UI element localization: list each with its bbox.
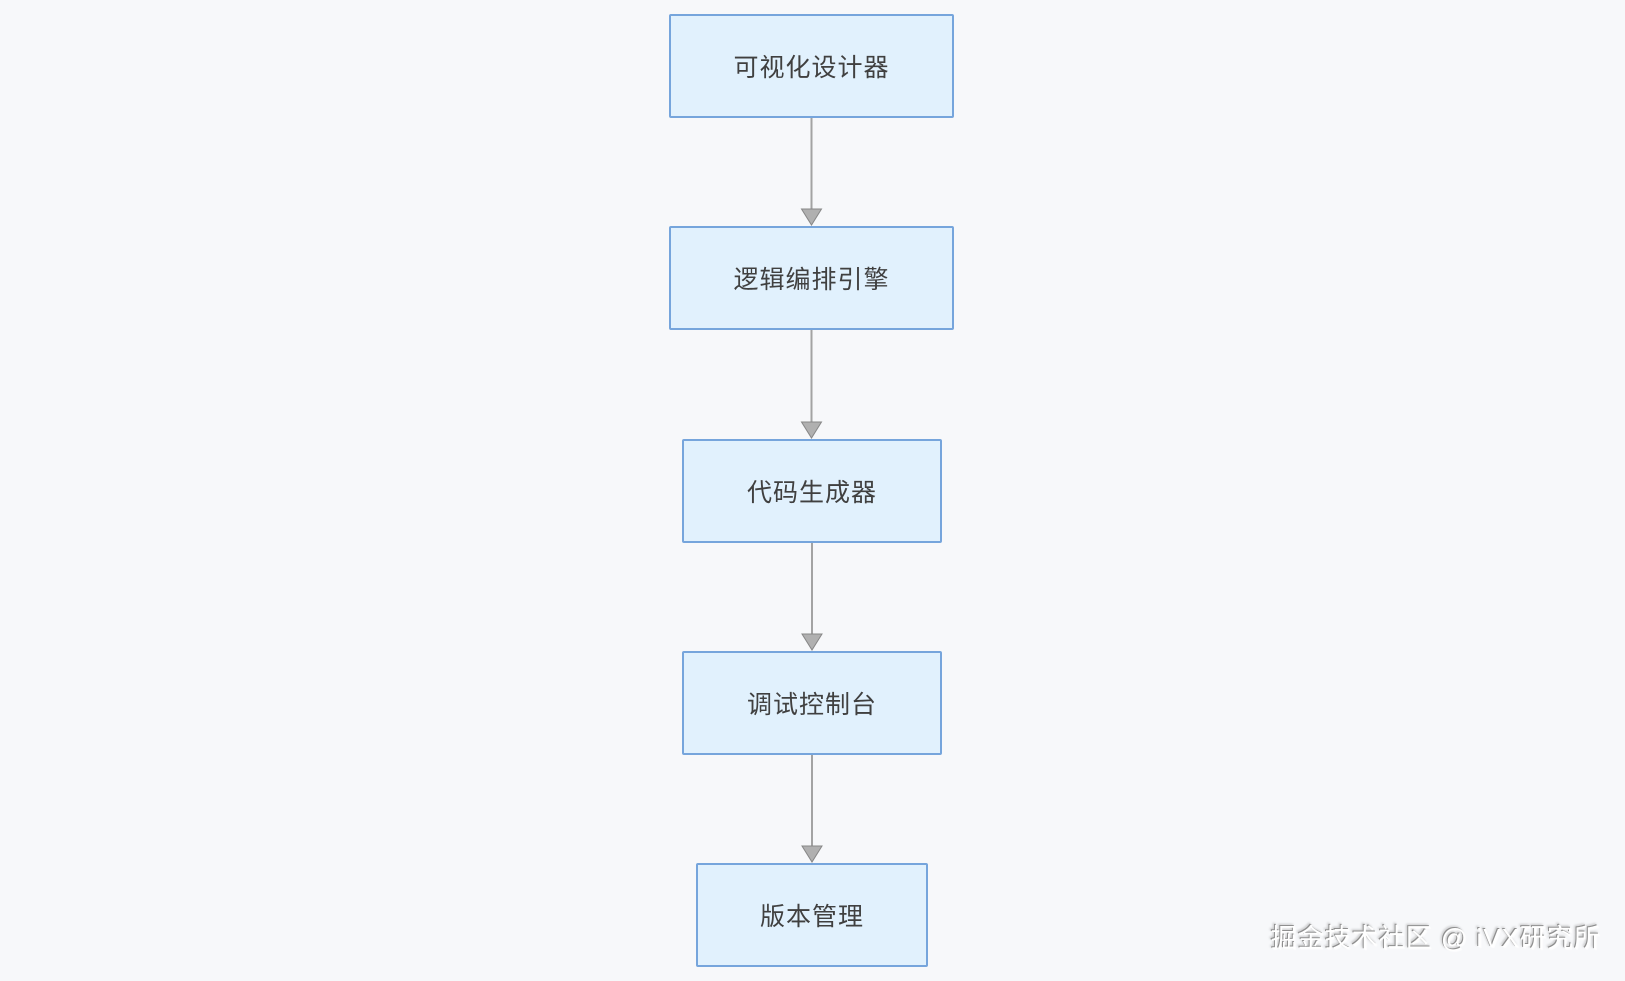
diagram-node-label: 逻辑编排引擎 (733, 266, 890, 294)
diagram-node-label: 版本管理 (759, 903, 864, 931)
flow-arrow-code-generator-to-debug-console (801, 543, 823, 651)
diagram-node-visual-designer: 可视化设计器 (669, 14, 954, 118)
flow-arrow-visual-designer-to-logic-orchestration-engine (800, 118, 823, 226)
diagram-node-code-generator: 代码生成器 (682, 439, 942, 543)
arrowhead-icon (801, 633, 823, 651)
arrowhead-icon (800, 208, 823, 226)
diagram-node-debug-console: 调试控制台 (682, 651, 942, 755)
diagram-node-logic-orchestration-engine: 逻辑编排引擎 (669, 226, 954, 330)
flow-arrow-debug-console-to-version-management (801, 755, 823, 863)
diagram-node-label: 调试控制台 (746, 691, 877, 719)
flow-arrow-logic-orchestration-engine-to-code-generator (800, 330, 823, 439)
diagram-node-label: 代码生成器 (746, 479, 877, 507)
arrowhead-icon (801, 845, 823, 863)
arrowhead-icon (800, 421, 823, 439)
diagram-node-label: 可视化设计器 (733, 54, 890, 82)
watermark-text: 掘金技术社区 @ iVX研究所 (1270, 923, 1601, 953)
diagram-node-version-management: 版本管理 (696, 863, 928, 967)
